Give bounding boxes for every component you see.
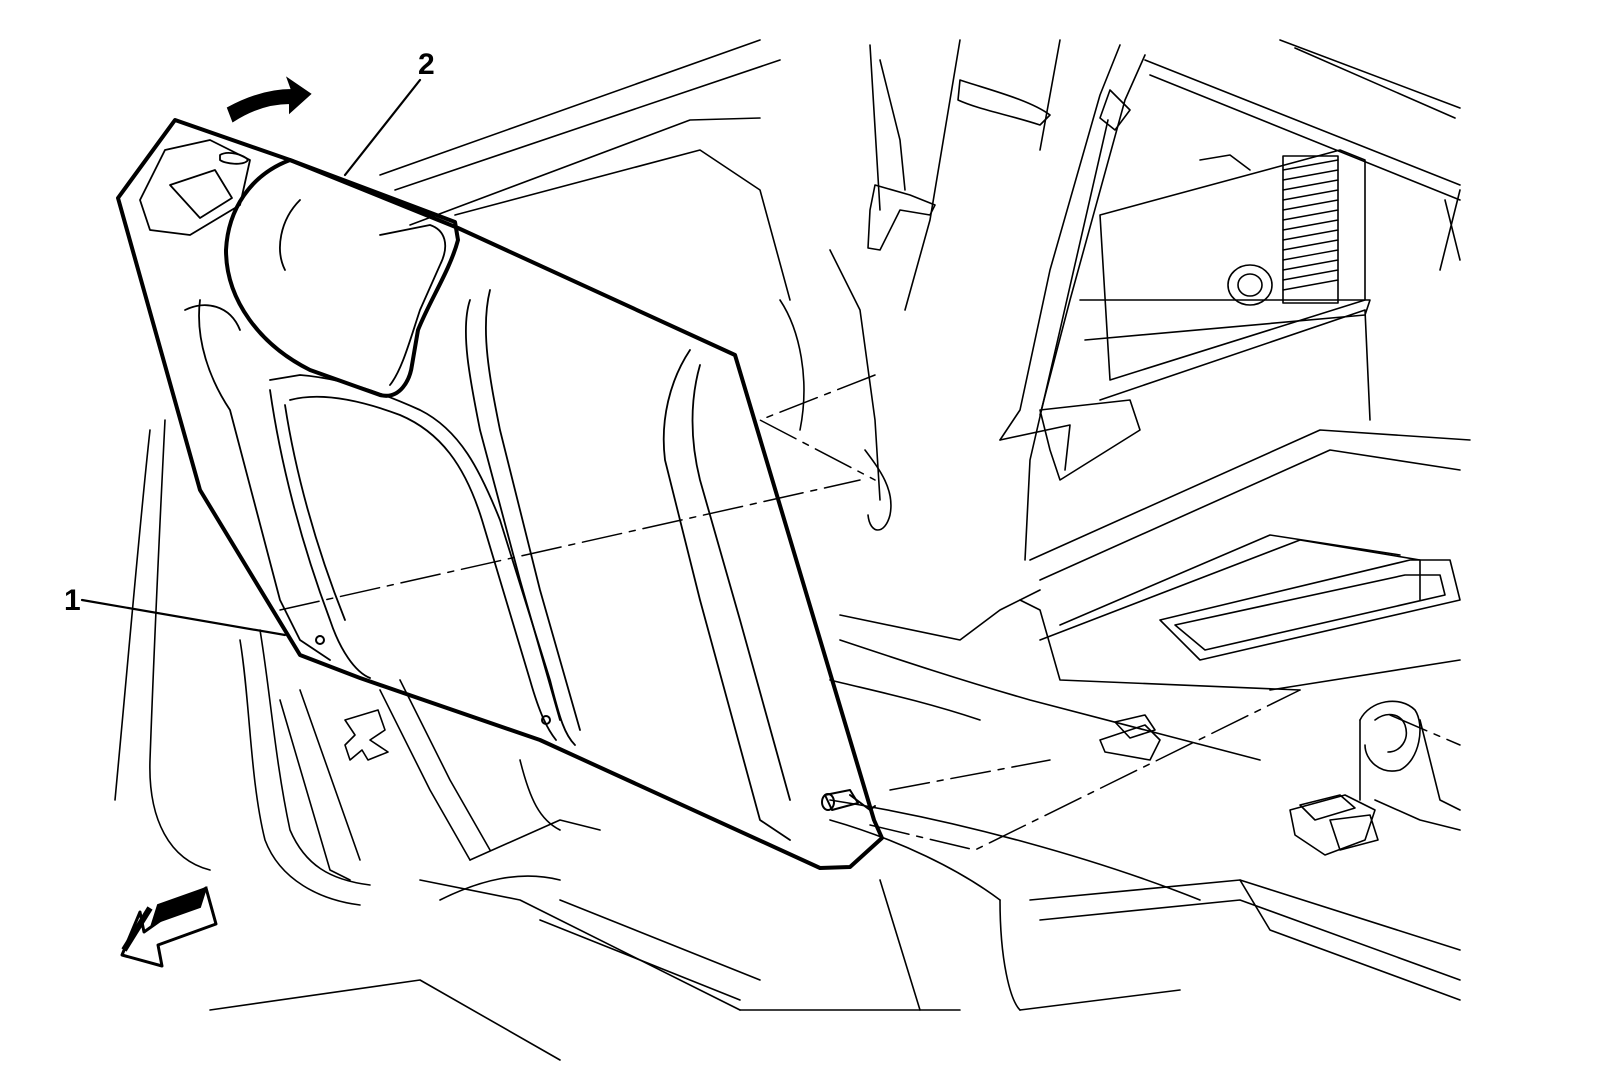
pivot-bolt <box>822 790 875 810</box>
rotate-arrow-icon <box>228 79 310 121</box>
callout-label-1: 1 <box>64 584 81 617</box>
callout-label-2: 2 <box>418 48 435 81</box>
leader-line-1 <box>82 600 285 635</box>
callout-leaders <box>82 80 420 635</box>
rear-seat-back <box>118 120 882 868</box>
location-lines <box>280 375 1460 850</box>
vehicle-interior <box>115 40 1470 1060</box>
leader-line-2 <box>345 80 420 175</box>
forward-direction-arrow-icon <box>122 888 216 966</box>
headrest <box>226 160 458 396</box>
